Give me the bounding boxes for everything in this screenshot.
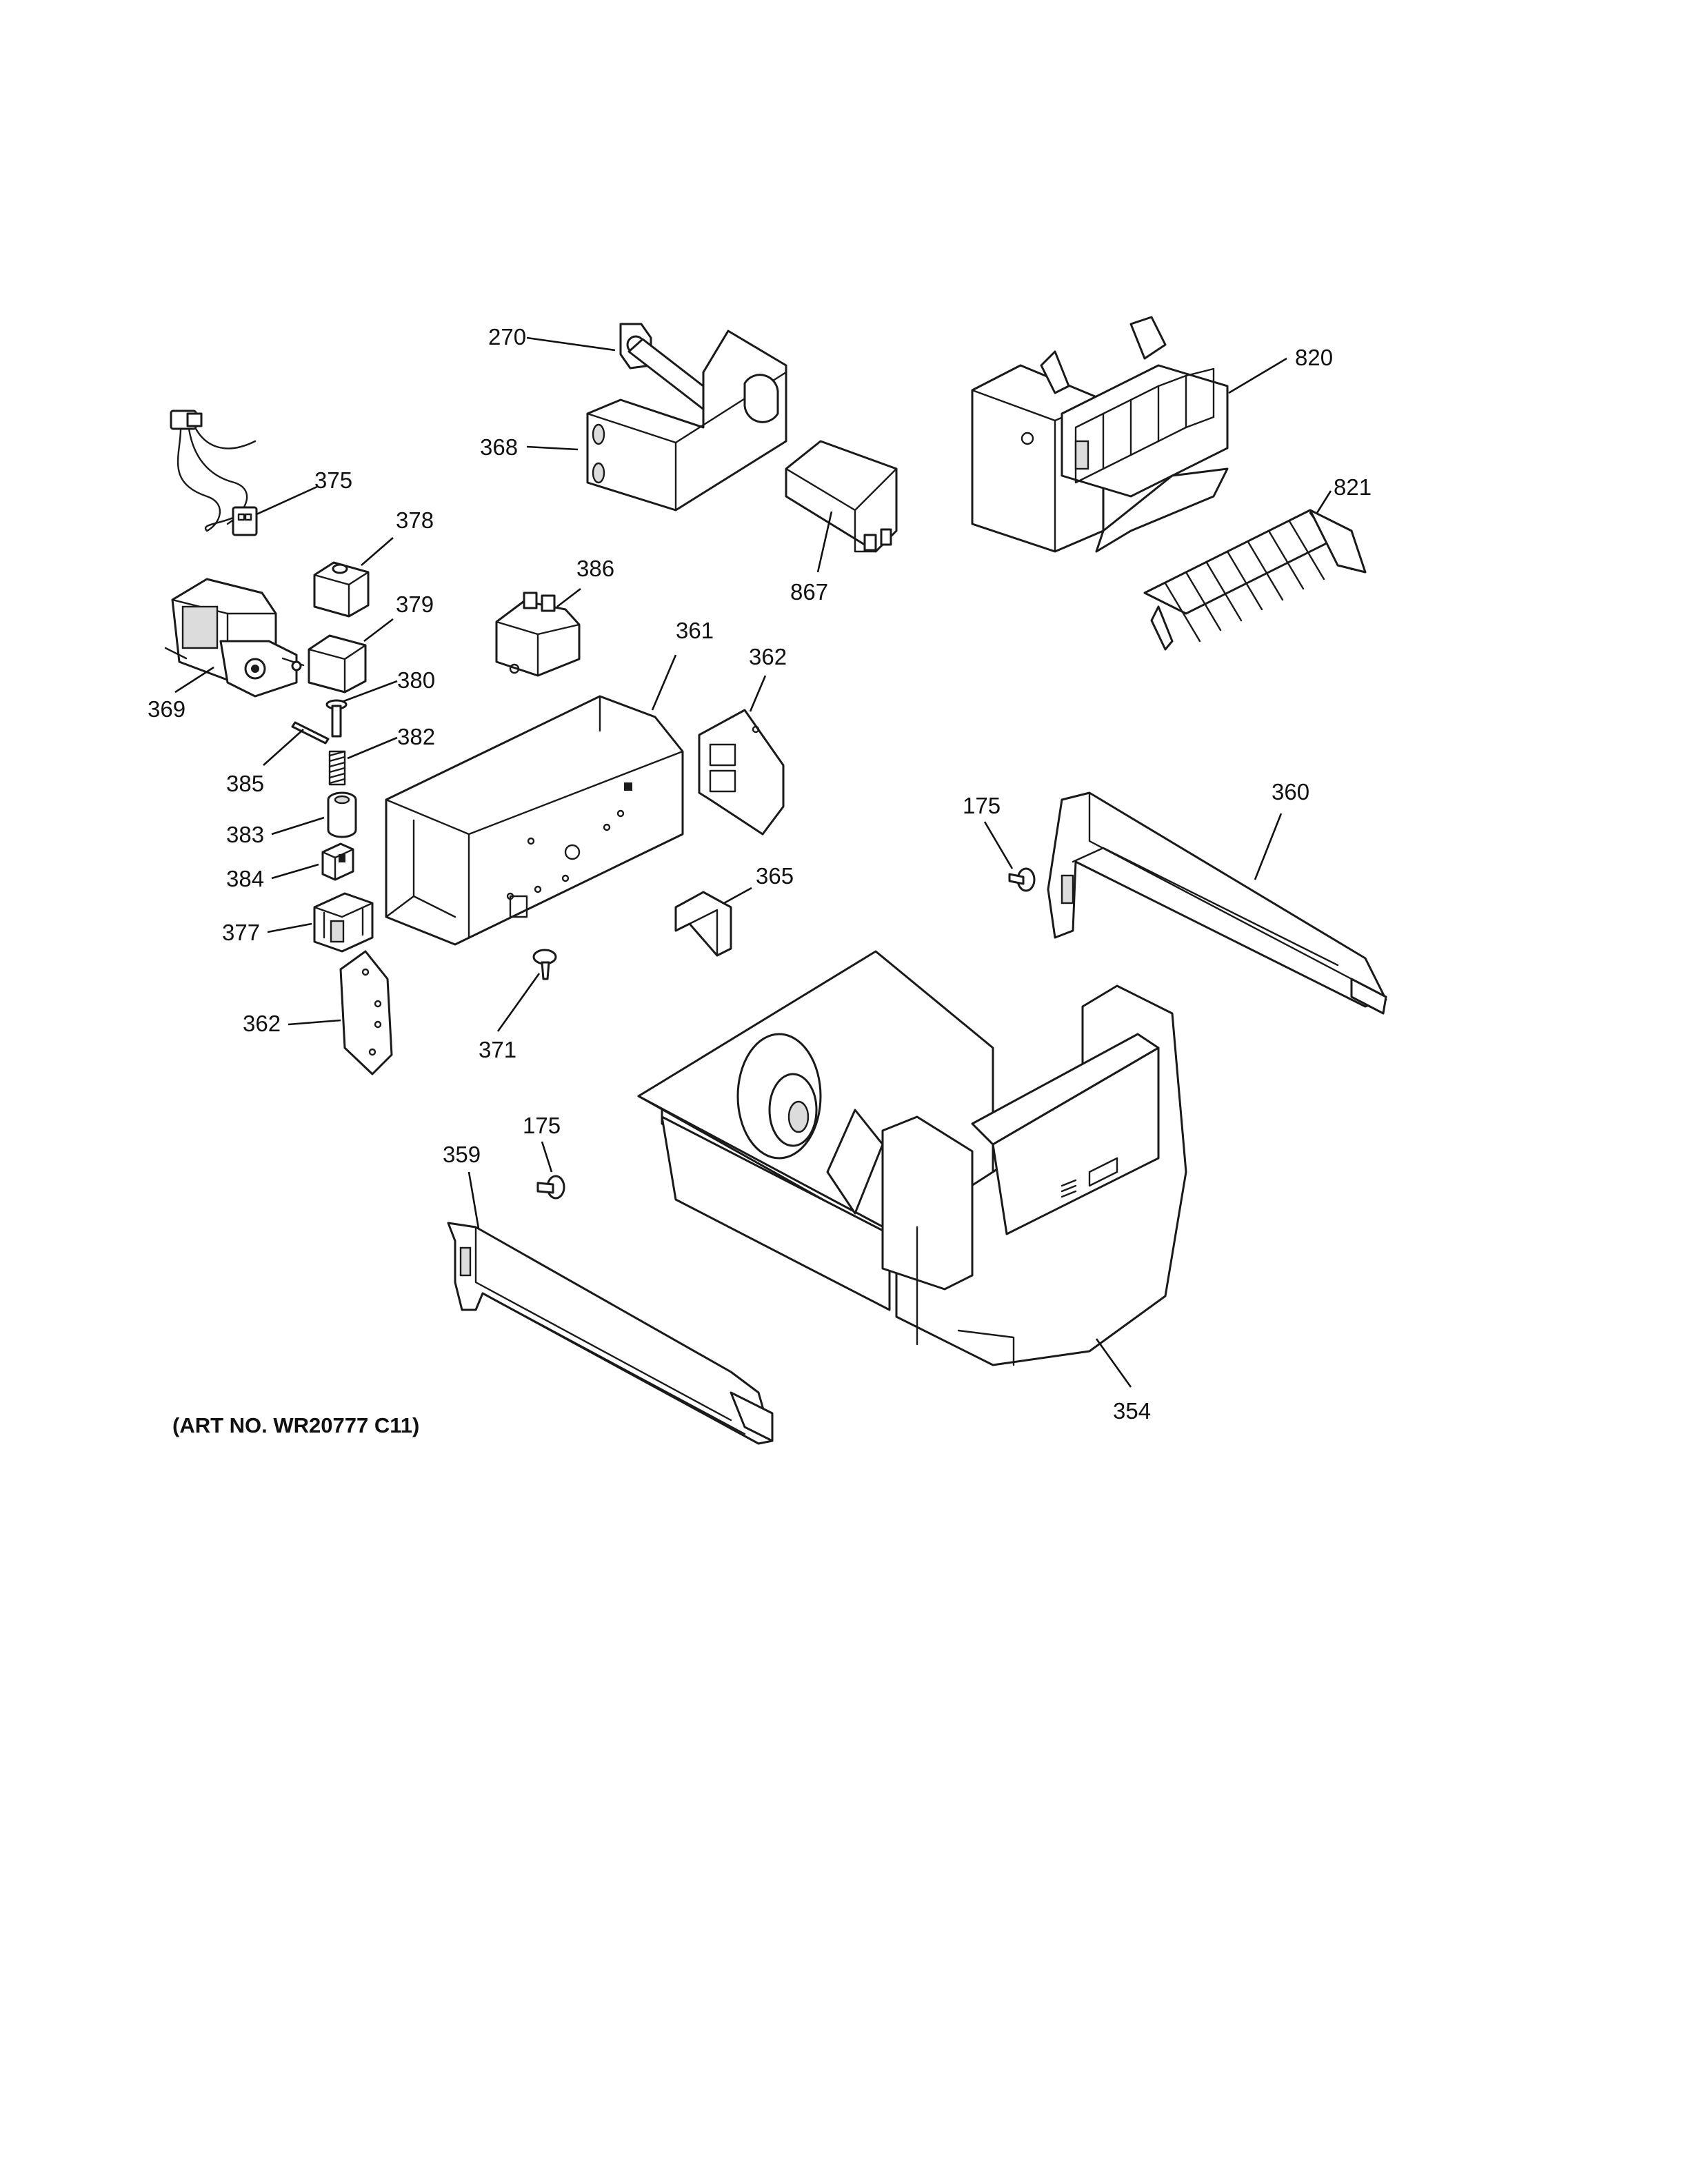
part-386-switch[interactable] [495, 592, 581, 677]
callout-270: 270 [488, 324, 526, 350]
callout-377: 377 [222, 920, 260, 945]
callout-361: 361 [676, 618, 714, 643]
part-360-right-rail[interactable] [1047, 791, 1387, 1015]
part-369-motor[interactable] [164, 578, 305, 698]
part-359-left-rail[interactable] [447, 1222, 774, 1445]
callout-378: 378 [396, 507, 434, 533]
callout-821: 821 [1334, 474, 1372, 500]
part-385-pin[interactable] [291, 721, 330, 745]
callout-175-lower: 175 [523, 1113, 561, 1138]
part-821-ejector[interactable] [1143, 509, 1367, 651]
art-number-caption: (ART NO. WR20777 C11) [172, 1413, 419, 1437]
callout-375: 375 [314, 467, 352, 493]
part-371-screw[interactable] [532, 949, 557, 980]
part-382-spring[interactable] [328, 750, 346, 786]
part-820-ice-maker[interactable] [971, 316, 1229, 553]
part-368-bracket[interactable] [586, 330, 787, 512]
leader-lines [174, 336, 1332, 1388]
callout-867: 867 [790, 579, 828, 605]
part-365-clip[interactable] [674, 891, 732, 957]
part-383-bushing[interactable] [327, 791, 357, 838]
callout-labels: 270 368 867 820 821 375 378 379 369 380 … [148, 324, 1372, 1424]
part-867-tray[interactable] [785, 440, 898, 553]
part-362-right-plate[interactable] [698, 709, 785, 836]
callout-384: 384 [226, 866, 264, 891]
callout-386: 386 [576, 556, 614, 581]
part-379-housing[interactable] [308, 634, 367, 694]
part-384-clip[interactable] [321, 842, 354, 881]
part-375-wire-harness[interactable] [170, 410, 258, 536]
part-377-bracket[interactable] [313, 892, 374, 953]
callout-820: 820 [1295, 345, 1333, 370]
part-354-ice-bucket[interactable] [637, 950, 1187, 1366]
callout-362-left: 362 [243, 1011, 281, 1036]
callout-371: 371 [479, 1037, 516, 1062]
callout-365: 365 [756, 863, 794, 889]
callout-379: 379 [396, 592, 434, 617]
part-362-left-plate[interactable] [339, 950, 393, 1075]
callout-359: 359 [443, 1142, 481, 1167]
callout-380: 380 [397, 667, 435, 693]
part-175-screw-lower[interactable] [536, 1175, 565, 1200]
callout-368: 368 [480, 434, 518, 460]
part-378-solenoid-coil[interactable] [313, 561, 370, 618]
callout-360: 360 [1272, 779, 1309, 805]
callout-383: 383 [226, 822, 264, 847]
callout-382: 382 [397, 724, 435, 749]
part-380-plunger[interactable] [325, 699, 348, 738]
callout-175-right: 175 [963, 793, 1001, 818]
callout-354: 354 [1113, 1398, 1151, 1424]
part-361-housing[interactable] [385, 695, 684, 946]
part-175-screw-right[interactable] [1008, 867, 1036, 892]
callout-369: 369 [148, 696, 185, 722]
callout-362-right: 362 [749, 644, 787, 669]
callout-385: 385 [226, 771, 264, 796]
